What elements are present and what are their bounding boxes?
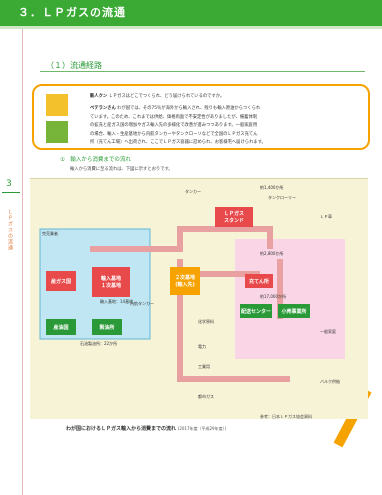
veteran-line-4: の場合、輸入・生産基地から内航タンカーやタンクローリなどで全国のＬＰガス充てん (90, 131, 258, 137)
label-bulk: バルク供給 (320, 379, 340, 384)
diagram-caption: わが国におけるＬＰガス輸入から消費までの流れ (2017年度（平成29年度）) (66, 425, 226, 432)
label-power: 電力 (198, 344, 206, 349)
veteran-line-3: の拡充と産ガス国の増加やガス輸入先の多様化で改善が進みつつあります。一般家庭用 (90, 123, 258, 128)
overseas-label: 完売業者 (42, 231, 58, 236)
newcomer-avatar (46, 94, 68, 116)
dialogue-veteran: ベテランさん わが国では、その75％が海外から輸入され、残りも輸入原油からつくら… (90, 105, 266, 148)
dialogue-box (32, 84, 370, 150)
sidebar-number: 3 (6, 179, 12, 189)
label-tanker: タンカー (185, 189, 201, 194)
dialogue-line-1: 新人クン ＬＰガスはどこでつくられ、どう届けられているのですか。 (90, 93, 224, 99)
node-delivery-center: 配送センター (240, 304, 272, 318)
label-industry: 工業用 (198, 364, 210, 369)
caption-main: わが国におけるＬＰガス輸入から消費までの流れ (66, 426, 177, 432)
label-coastal-tanker: 内航タンカー (130, 301, 154, 306)
label-import-base-count: 輸入基地：14基地 (100, 299, 134, 304)
node-producing-country: 産ガス国 (46, 271, 76, 291)
veteran-line-5: 所（充てん工場）へ出荷され、ここでＬＰガス容器に詰められ、お客様宅へ届けられます… (90, 140, 266, 145)
label-refinery-count: 石油製油所：22か所 (80, 341, 118, 346)
node-secondary-base: ２次基地 (輸入先) (170, 267, 200, 295)
node-import-base: 輸入基地 １次基地 (92, 267, 130, 297)
label-stats-3: 約17,000か所 (260, 294, 286, 299)
sidebar-divider (2, 192, 20, 193)
label-home: 一般家庭 (320, 329, 336, 334)
veteran-line-2: ています。このため、これまでは供給、価格両面で不安定性がありましたが、備蓄体制 (90, 114, 258, 120)
subsection-body: 輸入から消費に至る流れは、下図に示すとおりです。 (70, 167, 173, 172)
caption-sub: (2017年度（平成29年度）) (177, 426, 227, 431)
chapter-header: ３．ＬＰガスの流通 (0, 0, 382, 26)
speaker-newcomer: 新人クン (90, 94, 108, 99)
newcomer-question: ＬＰガスはどこでつくられ、どう届けられているのですか。 (108, 94, 225, 99)
veteran-line-1: わが国では、その75％が海外から輸入され、残りも輸入原油からつくられ (117, 106, 261, 111)
section-title: （１）流通経路 (46, 61, 102, 70)
domestic-area (235, 239, 345, 359)
veteran-avatar (46, 121, 68, 143)
speaker-veteran: ベテランさん (90, 106, 116, 111)
node-filling-plant: 充てん所 (245, 274, 273, 288)
node-retail-office: 小売事業所 (278, 304, 310, 318)
diagram-canvas (39, 226, 345, 382)
node-crude-country: 産油国 (46, 319, 76, 335)
label-stats-2: 約2,800か所 (260, 251, 284, 256)
node-refinery: 製油所 (92, 319, 122, 335)
chapter-title: ３．ＬＰガスの流通 (18, 6, 126, 19)
label-chemical: 化学原料 (198, 319, 214, 324)
label-city-gas: 都市ガス (198, 394, 214, 399)
flow-route-bottom (177, 259, 290, 382)
reference-note: 参考：日本ＬＰガス協会資料 (260, 414, 312, 419)
header-band (0, 26, 382, 29)
flow-route-top (90, 226, 273, 252)
label-stats-1: 約1,400か所 (260, 185, 284, 190)
subsection-title: ① 輸入から消費までの流れ (60, 157, 131, 163)
distribution-diagram: 完売業者 産ガス国 輸入基地 １次基地 産油国 製油所 ２次基地 (輸入先) Ｌ… (30, 178, 368, 419)
sidebar: 3 ＬＰガスの流通 (0, 29, 23, 495)
node-lpg-station: ＬＰガス スタンド (215, 207, 253, 227)
section-underline (40, 71, 365, 72)
label-lp-car: ＬＰ車 (320, 214, 332, 219)
sidebar-vertical-text: ＬＰガスの流通 (7, 209, 13, 251)
label-tanker-lorry: タンクローリー (268, 195, 296, 200)
